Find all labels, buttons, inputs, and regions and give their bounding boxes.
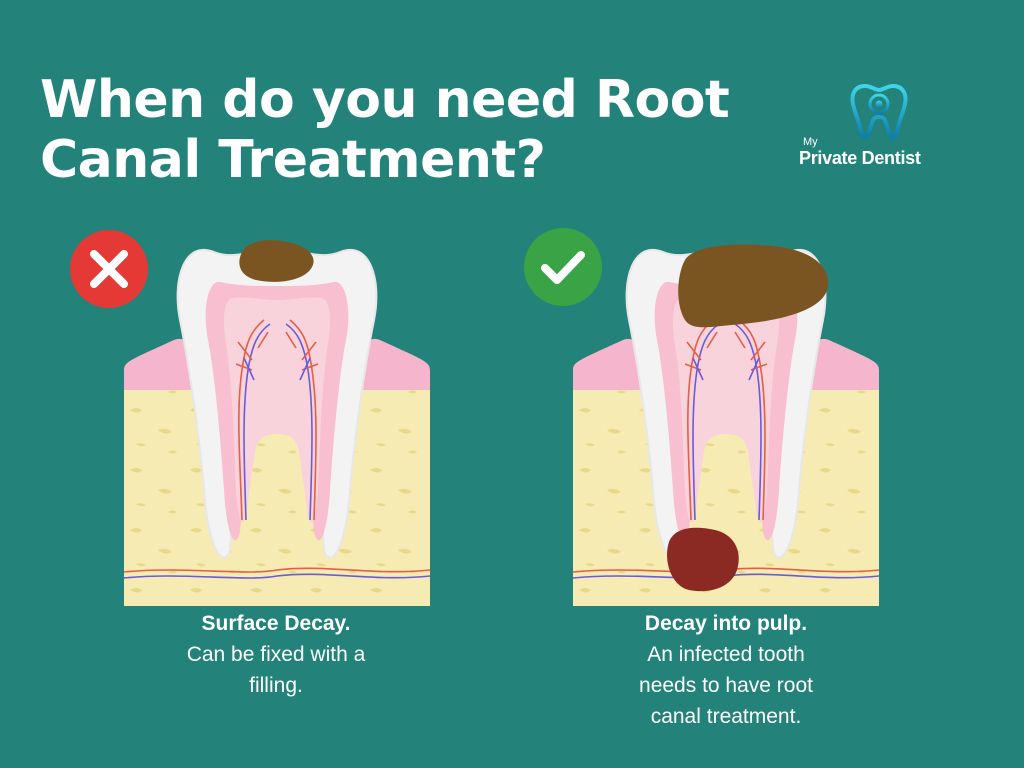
brand-logo: My Private Dentist xyxy=(795,84,965,174)
gum-left xyxy=(573,338,649,390)
cross-icon xyxy=(70,230,148,308)
gum-right xyxy=(354,338,430,390)
nerves xyxy=(124,319,430,579)
tooth-pulp xyxy=(673,297,779,523)
tooth-illustration-surface-decay xyxy=(124,220,430,606)
title-line-1: When do you need Root xyxy=(40,70,730,130)
caption-title: Decay into pulp. xyxy=(644,612,808,635)
tooth-pulp xyxy=(224,297,330,523)
caption-title: Surface Decay. xyxy=(201,612,351,635)
gum-left xyxy=(124,338,200,390)
page-title: When do you need Root Canal Treatment? xyxy=(40,70,800,190)
tooth-illustration-pulp-decay xyxy=(573,220,879,606)
title-line-2: Canal Treatment? xyxy=(40,130,546,190)
check-icon xyxy=(524,228,602,306)
gum-right xyxy=(803,338,879,390)
caption-body: Can be fixed with a filling. xyxy=(186,643,366,697)
deep-decay xyxy=(678,244,829,328)
caption-body: An infected tooth needs to have root can… xyxy=(639,643,813,728)
caption-pulp-decay: Decay into pulp. An infected tooth needs… xyxy=(566,608,886,732)
tooth-logo-icon xyxy=(850,84,908,139)
caption-surface-decay: Surface Decay. Can be fixed with a filli… xyxy=(116,608,436,701)
logo-small-text: My xyxy=(803,136,818,148)
surface-decay xyxy=(239,240,314,282)
cross-badge xyxy=(70,230,148,308)
check-badge xyxy=(524,228,602,306)
abscess xyxy=(667,527,739,592)
logo-brand-text: Private Dentist xyxy=(799,148,921,168)
